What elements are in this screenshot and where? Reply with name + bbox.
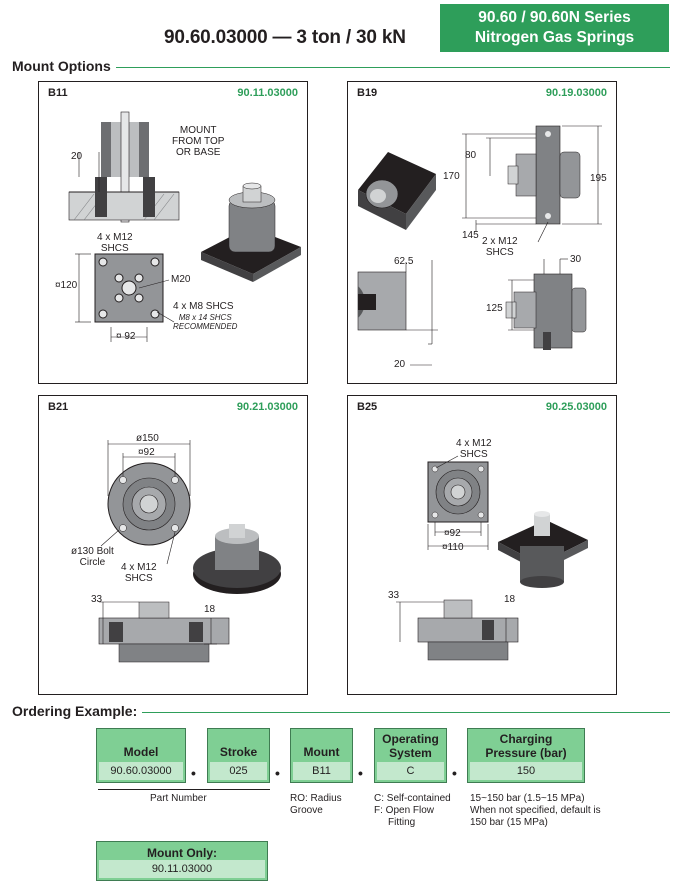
series-line-1: 90.60 / 90.60N Series (478, 9, 631, 26)
label-dim-20: 20 (71, 151, 83, 162)
label-dim-80: 80 (465, 150, 477, 161)
b19-drawing (357, 125, 602, 366)
label-dim-195: 195 (590, 173, 607, 184)
separator-dot: • (452, 765, 457, 781)
separator-dot: • (275, 765, 280, 781)
panel-code: B21 (48, 401, 69, 413)
order-box-value: 90.60.03000 (99, 762, 183, 780)
panel-code: B25 (357, 401, 378, 413)
label-screws: 4 x M12 SHCS (121, 562, 157, 584)
order-box-value: C (377, 762, 444, 780)
label-screws: 2 x M12 SHCS (482, 236, 518, 258)
order-box-charging-pressure: Charging Pressure (bar) 150 (467, 728, 585, 783)
label-dim-30: 30 (570, 254, 582, 265)
order-box-header: Operating System (382, 732, 439, 760)
label-dim-92: ¤ 92 (116, 331, 136, 342)
mount-options-rule (12, 67, 670, 68)
label-screws-m8: 4 x M8 SHCS (173, 301, 234, 312)
label-dim-18: 18 (204, 604, 216, 615)
ordering-heading: Ordering Example: (12, 703, 143, 719)
label-screws: 4 x M12 SHCS (456, 438, 492, 460)
label-recommended: M8 x 14 SHCS RECOMMENDED (173, 313, 238, 331)
order-box-operating-system: Operating System C (374, 728, 447, 783)
label-dim-110: ¤110 (442, 542, 464, 553)
separator-dot: • (358, 765, 363, 781)
panel-code: B19 (357, 87, 378, 99)
panel-part-number: 90.21.03000 (236, 401, 298, 413)
panel-b11: B11 90.11.03000 (38, 81, 308, 384)
label-dim-125: 125 (486, 303, 503, 314)
note-operating-system: C: Self-contained F: Open Flow Fitting (374, 793, 451, 828)
order-box-header: Charging Pressure (bar) (485, 732, 567, 760)
panel-code: B11 (48, 87, 68, 99)
b25-section-view (417, 617, 519, 643)
panel-part-number: 90.11.03000 (237, 87, 298, 99)
order-box-value: B11 (293, 762, 350, 780)
label-dim-33: 33 (91, 594, 103, 605)
label-dim-62-5: 62.5 (394, 256, 414, 267)
order-box-header: Model (123, 745, 159, 759)
label-dim-145: 145 (462, 230, 479, 241)
order-box-mount: Mount B11 (290, 728, 353, 783)
b19-front-view (535, 125, 561, 225)
label-dim-20: 20 (394, 359, 406, 370)
ordering-rule (12, 712, 670, 713)
note-part-number: Part Number (150, 793, 207, 804)
separator-dot: • (191, 765, 196, 781)
panel-part-number: 90.25.03000 (545, 401, 607, 413)
label-mount-from: MOUNT FROM TOP OR BASE (172, 125, 225, 158)
label-thread-m20: M20 (171, 274, 191, 285)
panel-b25: B25 90.25.03000 4 x M12 (347, 395, 617, 695)
label-dim-33: 33 (388, 590, 400, 601)
part-number-rule (98, 789, 270, 790)
label-bolt-circle: ø130 Bolt Circle (71, 546, 114, 568)
label-dim-92: ¤92 (138, 447, 155, 458)
panel-b19: B19 90.19.03000 (347, 81, 617, 384)
order-box-header: Mount (303, 745, 340, 759)
b11-drawing (68, 111, 301, 342)
b21-drawing (98, 440, 281, 663)
mount-options-heading: Mount Options (12, 58, 116, 74)
label-dim-92: ¤92 (444, 528, 461, 539)
b19-bottom-view (533, 273, 573, 349)
label-dim-18: 18 (504, 594, 516, 605)
mount-only-value: 90.11.03000 (99, 860, 265, 878)
series-badge: 90.60 / 90.60N Series Nitrogen Gas Sprin… (440, 4, 669, 52)
label-dim-120: ¤120 (55, 280, 78, 291)
note-charging-pressure: 15~150 bar (1.5~15 MPa) When not specifi… (470, 793, 601, 828)
label-dim-150: ø150 (136, 433, 159, 444)
mount-only-box: Mount Only: 90.11.03000 (96, 841, 268, 881)
label-dim-170: 170 (443, 171, 460, 182)
order-box-value: 150 (470, 762, 582, 780)
order-box-value: 025 (210, 762, 267, 780)
order-box-header: Stroke (219, 745, 258, 759)
b25-drawing (396, 455, 588, 661)
page-title: 90.60.03000 — 3 ton / 30 kN (164, 27, 406, 48)
order-box-model: Model 90.60.03000 (96, 728, 186, 783)
order-box-stroke: Stroke 025 (207, 728, 270, 783)
series-line-2: Nitrogen Gas Springs (474, 29, 635, 46)
panel-part-number: 90.19.03000 (545, 87, 607, 99)
label-screws-m12: 4 x M12 SHCS (97, 232, 133, 254)
panel-b21: B21 90.21.03000 ø150 ¤92 (38, 395, 308, 695)
mount-only-header: Mount Only: (147, 846, 217, 860)
note-mount: RO: Radius Groove (290, 793, 342, 816)
